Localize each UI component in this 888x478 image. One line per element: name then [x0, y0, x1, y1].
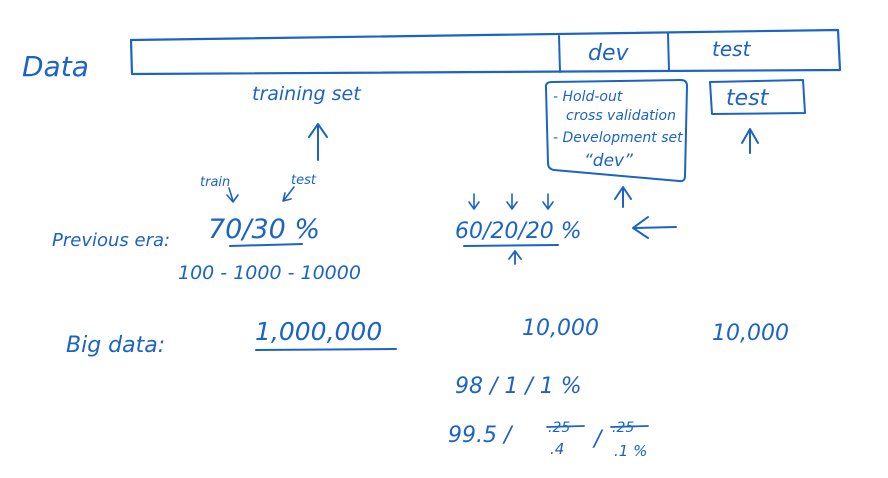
era-sizes: 100 - 1000 - 10000 — [178, 262, 361, 284]
devset-line2: “dev” — [584, 151, 633, 171]
holdout-line2: cross validation — [566, 108, 676, 124]
big-data-ratio-1: 98 / 1 / 1 % — [455, 374, 582, 399]
split-three: 60/20/20 % — [455, 219, 582, 244]
training-set-arrow — [308, 123, 328, 161]
split-arrow-3 — [542, 193, 554, 210]
ratio-2-dev: .4 — [550, 440, 564, 458]
test-box-label: test — [726, 86, 770, 111]
split-three-underline — [463, 244, 559, 247]
ratio-2-test-strike — [610, 425, 649, 428]
test-divider — [667, 33, 670, 72]
test-box — [709, 79, 806, 115]
ratio-2-test-crossed: .25 — [612, 420, 634, 436]
big-data-ratio-2-main: 99.5 / — [448, 423, 514, 448]
big-data-test-count: 10,000 — [712, 321, 789, 346]
holdout-line1: - Hold-out — [553, 89, 623, 105]
split-two: 70/30 % — [208, 214, 320, 245]
test-box-arrow — [741, 128, 759, 154]
split-three-arrow — [508, 250, 522, 265]
devset-line1: - Development set — [553, 130, 683, 146]
train-label: train — [200, 175, 230, 190]
train-arrow — [226, 187, 239, 203]
dev-divider — [558, 35, 561, 73]
big-data-train-count: 1,000,000 — [255, 317, 382, 346]
ratio-2-dev-strike — [546, 425, 585, 428]
holdout-arrow — [614, 186, 632, 208]
split-arrow-2 — [506, 193, 518, 210]
train-count-underline — [255, 348, 397, 351]
test-label: test — [712, 37, 752, 61]
test-small-label: test — [291, 173, 317, 188]
test-arrow — [282, 186, 295, 202]
previous-era-label: Previous era: — [52, 230, 170, 251]
holdout-box — [544, 79, 688, 183]
split-two-underline — [229, 243, 303, 247]
data-label: Data — [22, 50, 89, 83]
ratio-2-dev-crossed: .25 — [548, 420, 570, 436]
training-set-label: training set — [252, 83, 362, 105]
big-data-label: Big data: — [66, 333, 165, 358]
data-bar-outline — [129, 28, 842, 76]
big-data-dev-count: 10,000 — [522, 316, 599, 341]
pointing-arrow — [632, 216, 677, 239]
dev-label: dev — [588, 41, 630, 66]
ratio-2-sep: / — [592, 427, 604, 452]
ratio-2-test: .1 % — [614, 442, 647, 460]
split-arrow-1 — [468, 193, 480, 210]
